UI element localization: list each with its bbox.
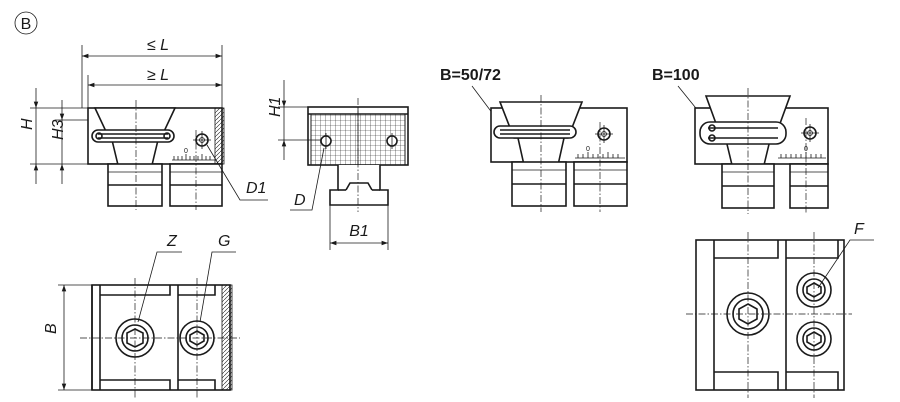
svg-text:B: B bbox=[21, 16, 32, 33]
variant-b100-label: B=100 bbox=[652, 67, 700, 84]
variant-b50-72-view: B=50/72 0 bbox=[440, 67, 628, 212]
top-view: Z G B bbox=[43, 233, 240, 398]
variant-b100-view: B=100 0 bbox=[652, 67, 829, 214]
part-label-z: Z bbox=[166, 233, 178, 250]
dimension-height-1: H1 bbox=[267, 97, 284, 117]
dimension-min-length: ≥ L bbox=[147, 67, 169, 84]
dimension-width: B bbox=[43, 323, 60, 334]
dimension-height: H bbox=[19, 118, 36, 130]
part-label-f: F bbox=[854, 221, 865, 238]
variant-b50-72-label: B=50/72 bbox=[440, 67, 501, 84]
dimension-pin-diameter: D bbox=[294, 192, 306, 209]
dimension-max-length: ≤ L bbox=[147, 37, 169, 54]
top-view-b100: F bbox=[686, 221, 874, 398]
scale-zero: 0 bbox=[184, 148, 188, 155]
part-label-g: G bbox=[218, 233, 230, 250]
dimension-bore-diameter: D1 bbox=[246, 180, 266, 197]
side-view: H1 D B1 bbox=[267, 80, 409, 250]
dimension-width-1: B1 bbox=[349, 223, 369, 240]
view-label: B bbox=[14, 11, 38, 35]
scale-zero-b50: 0 bbox=[586, 146, 590, 153]
front-view: ≤ L ≥ L 0 bbox=[19, 37, 268, 210]
dimension-height-3: H3 bbox=[50, 119, 67, 140]
